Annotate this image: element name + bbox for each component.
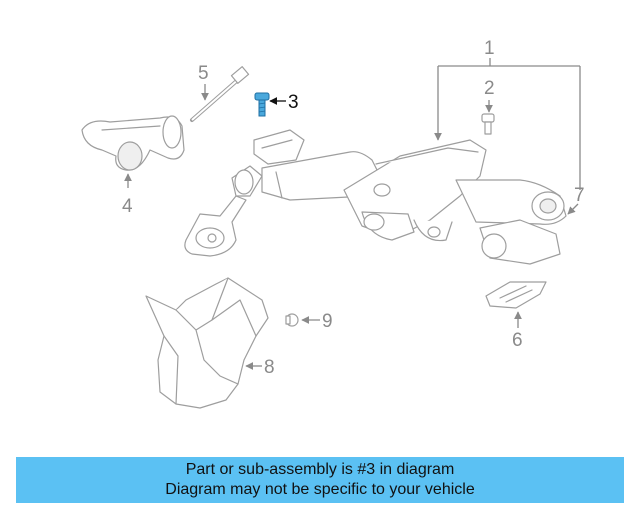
callout-2-label: 2 xyxy=(484,78,495,99)
callout-6-label: 6 xyxy=(512,330,523,351)
part-9-grommet[interactable] xyxy=(285,313,299,327)
callout-3-label: 3 xyxy=(288,92,299,113)
banner-line-disclaimer: Diagram may not be specific to your vehi… xyxy=(165,481,475,498)
callout-9: 9 xyxy=(301,311,333,332)
callout-7-label: 7 xyxy=(574,185,585,206)
info-banner: Part or sub-assembly is #3 in diagram Di… xyxy=(16,457,624,503)
part-3-bolt[interactable] xyxy=(254,92,270,117)
callout-8: 8 xyxy=(245,357,275,378)
callout-4-label: 4 xyxy=(122,196,133,217)
part-5-bolt[interactable] xyxy=(190,66,250,122)
part-1-steering-column[interactable] xyxy=(184,129,567,265)
callout-4: 4 xyxy=(122,173,133,217)
part-6-cover[interactable] xyxy=(485,281,547,309)
callout-8-label: 8 xyxy=(264,357,275,378)
part-2-clip[interactable] xyxy=(481,113,495,135)
callout-2: 2 xyxy=(484,78,495,113)
callout-1-label: 1 xyxy=(484,38,495,59)
callout-5-label: 5 xyxy=(198,63,209,84)
callout-9-label: 9 xyxy=(322,311,333,332)
part-8-shroud[interactable] xyxy=(145,277,269,409)
callout-1: 1 xyxy=(434,38,581,190)
callout-7: 7 xyxy=(567,185,585,215)
callout-3: 3 xyxy=(269,92,299,113)
callout-5: 5 xyxy=(198,63,209,101)
callout-6: 6 xyxy=(512,311,523,351)
part-4-bracket[interactable] xyxy=(81,115,185,171)
parts-diagram: 5 3 4 xyxy=(81,38,585,409)
banner-line-part: Part or sub-assembly is #3 in diagram xyxy=(185,461,455,478)
